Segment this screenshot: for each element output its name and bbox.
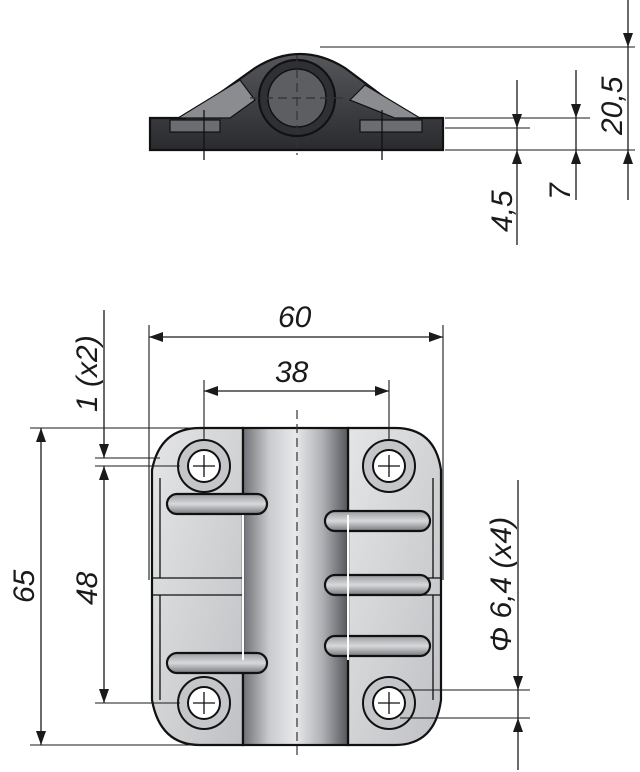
dim-thickness-leaf: 7 — [544, 182, 577, 200]
front-view-dimension-lines — [30, 310, 530, 770]
dim-hole-spacing-y: 48 — [71, 571, 104, 605]
hole-bottom-right — [362, 676, 416, 730]
side-view-dimension-lines — [320, 0, 635, 245]
hole-top-right — [362, 439, 416, 493]
front-view — [150, 410, 443, 760]
hole-top-left — [177, 439, 231, 493]
dim-offset: 1 (x2) — [71, 335, 104, 412]
hole-bottom-left — [177, 676, 231, 730]
dim-hole-diameter: Φ 6,4 (x4) — [485, 517, 518, 652]
dim-thickness-base: 4,5 — [486, 190, 519, 232]
dim-height-total: 65 — [8, 569, 41, 603]
dim-height-side: 20,5 — [596, 76, 629, 136]
dim-width-total: 60 — [278, 301, 312, 334]
dim-hole-spacing-x: 38 — [275, 356, 309, 389]
side-view — [148, 53, 445, 160]
